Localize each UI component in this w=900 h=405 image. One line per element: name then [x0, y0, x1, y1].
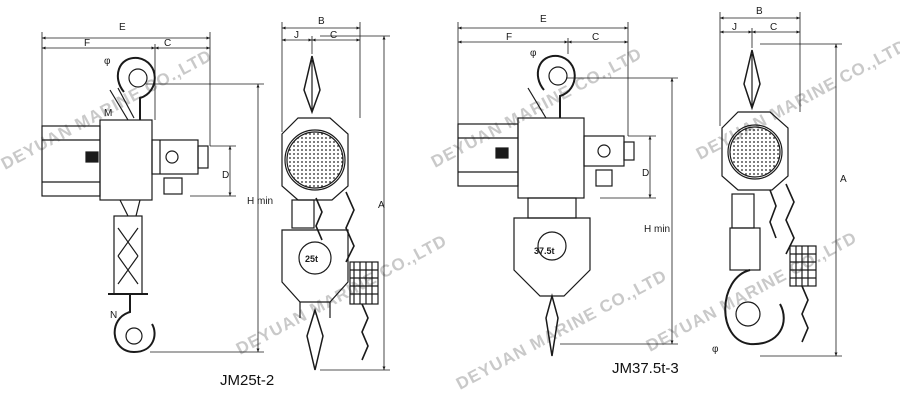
bottom-hook — [113, 294, 156, 354]
hand-chain — [785, 183, 795, 255]
dim-label-B: B — [756, 6, 763, 17]
dim-label-J: J — [294, 30, 299, 41]
jm25-front-dimensions — [281, 22, 390, 371]
dim-label-C: C — [164, 38, 171, 49]
chain-guide — [527, 197, 577, 219]
top-hook-front — [303, 55, 321, 115]
dim-label-D: D — [222, 170, 229, 181]
dim-label-Hmin: H min — [247, 196, 273, 207]
top-hook — [116, 56, 156, 120]
watermark-text: DEYUAN MARINE CO.,LTD — [643, 228, 860, 356]
jm25-side-dimensions — [41, 32, 264, 353]
jm37-side-dimensions — [457, 22, 678, 345]
bottom-hook — [545, 293, 559, 357]
dim-label-Hmin: H min — [644, 224, 670, 235]
dim-label-D: D — [642, 168, 649, 179]
top-hook — [536, 54, 576, 118]
dim-label-E: E — [540, 14, 547, 25]
chain-bag — [789, 245, 817, 287]
watermark-text: DEYUAN MARINE CO.,LTD — [428, 44, 645, 172]
dim-label-phi: φ — [712, 344, 719, 355]
lift-wheel-housing — [281, 117, 349, 201]
lift-wheel — [286, 131, 344, 189]
dim-label-A: A — [378, 200, 385, 211]
dim-label-C: C — [770, 22, 777, 33]
jm37-side-view — [457, 54, 635, 357]
jm37-front-dimensions — [719, 12, 842, 357]
motor-unit — [151, 139, 199, 175]
top-hook-front — [743, 49, 761, 111]
chain-bag — [349, 261, 379, 305]
motor-unit — [583, 135, 625, 167]
dim-label-N: N — [110, 310, 117, 321]
bottom-hook — [724, 269, 785, 346]
dim-label-C: C — [330, 30, 337, 41]
jm25-side-labels: E F C D H min φ M N — [84, 22, 273, 321]
dim-label-E: E — [119, 22, 126, 33]
watermark-text: DEYUAN MARINE CO.,LTD — [233, 231, 450, 359]
hand-chain — [345, 191, 355, 263]
dim-label-C: C — [592, 32, 599, 43]
dim-label-B: B — [318, 16, 325, 27]
jm25-front-view — [281, 55, 379, 371]
capacity-label: 25t — [305, 254, 318, 264]
jm25-front-labels: B J C A 25t — [294, 16, 385, 264]
hook-block — [513, 217, 591, 297]
lift-wheel-housing — [721, 111, 789, 191]
load-chain — [769, 189, 777, 239]
model-caption-jm37: JM37.5t-3 — [612, 360, 679, 377]
watermark-text: DEYUAN MARINE CO.,LTD — [693, 36, 900, 164]
jm25-side-view — [41, 56, 209, 354]
dim-label-A: A — [840, 174, 847, 185]
dim-label-F: F — [84, 38, 90, 49]
lift-wheel — [729, 126, 781, 178]
dim-label-phi: φ — [104, 56, 111, 67]
dim-label-M: M — [104, 108, 112, 119]
load-chain — [315, 197, 323, 241]
model-caption-jm25: JM25t-2 — [220, 372, 275, 389]
dim-label-phi: φ — [530, 48, 537, 59]
watermark-layer: DEYUAN MARINE CO.,LTD DEYUAN MARINE CO.,… — [0, 36, 900, 394]
jm37-side-labels: E F C D H min φ 37.5t — [506, 14, 670, 256]
capacity-label: 37.5t — [534, 246, 555, 256]
jm37-front-view — [721, 49, 817, 346]
jm37-front-labels: B J C A φ — [712, 6, 847, 355]
dim-label-J: J — [732, 22, 737, 33]
dim-label-F: F — [506, 32, 512, 43]
bottom-hook-front — [306, 307, 324, 371]
